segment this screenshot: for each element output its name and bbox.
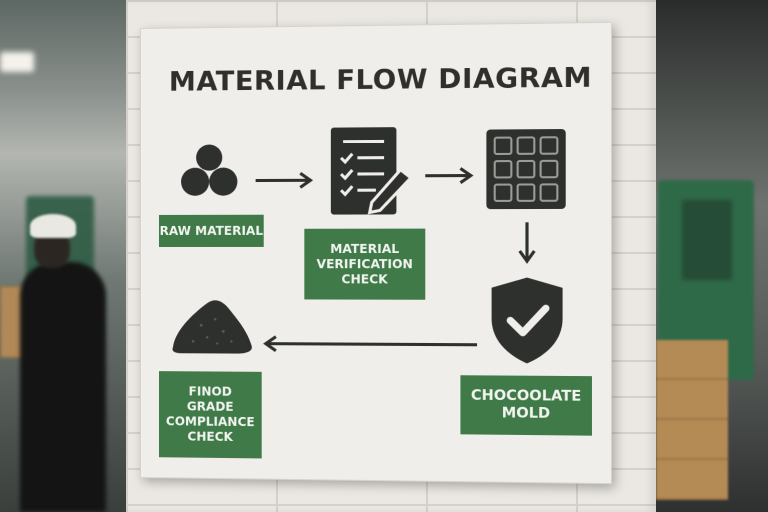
step-chocolate-mold-label: CHOCOOLATE MOLD [460, 375, 592, 435]
sign-title: MATERIAL FLOW DIAGRAM [165, 62, 596, 98]
arrow-right-icon [254, 170, 317, 190]
background-factory-left [0, 0, 128, 512]
arrow-down-icon [517, 220, 538, 265]
circles-cluster-icon [179, 140, 239, 201]
worker-cap [30, 214, 76, 238]
arrow-right-icon [423, 165, 477, 186]
background-machine-panel [682, 200, 732, 280]
worker-figure [20, 262, 106, 512]
checklist-pencil-icon [329, 125, 413, 219]
step-final-grade-compliance-label: FINOD GRADE COMPLIANCE CHECK [159, 371, 262, 458]
flow-diagram-sign: MATERIAL FLOW DIAGRAM RAW MATERIAL MATER… [140, 22, 612, 484]
background-cartons [656, 340, 728, 500]
powder-pile-icon [167, 291, 256, 356]
step-material-verification-label: MATERIAL VERIFICATION CHECK [304, 229, 425, 300]
grid-mold-tray-icon [485, 128, 566, 210]
background-factory-right [652, 0, 768, 512]
arrow-left-icon [260, 334, 479, 355]
shield-check-icon [487, 275, 566, 365]
step-raw-material-label: RAW MATERIAL [159, 215, 264, 247]
ceiling-lamp [0, 52, 34, 72]
